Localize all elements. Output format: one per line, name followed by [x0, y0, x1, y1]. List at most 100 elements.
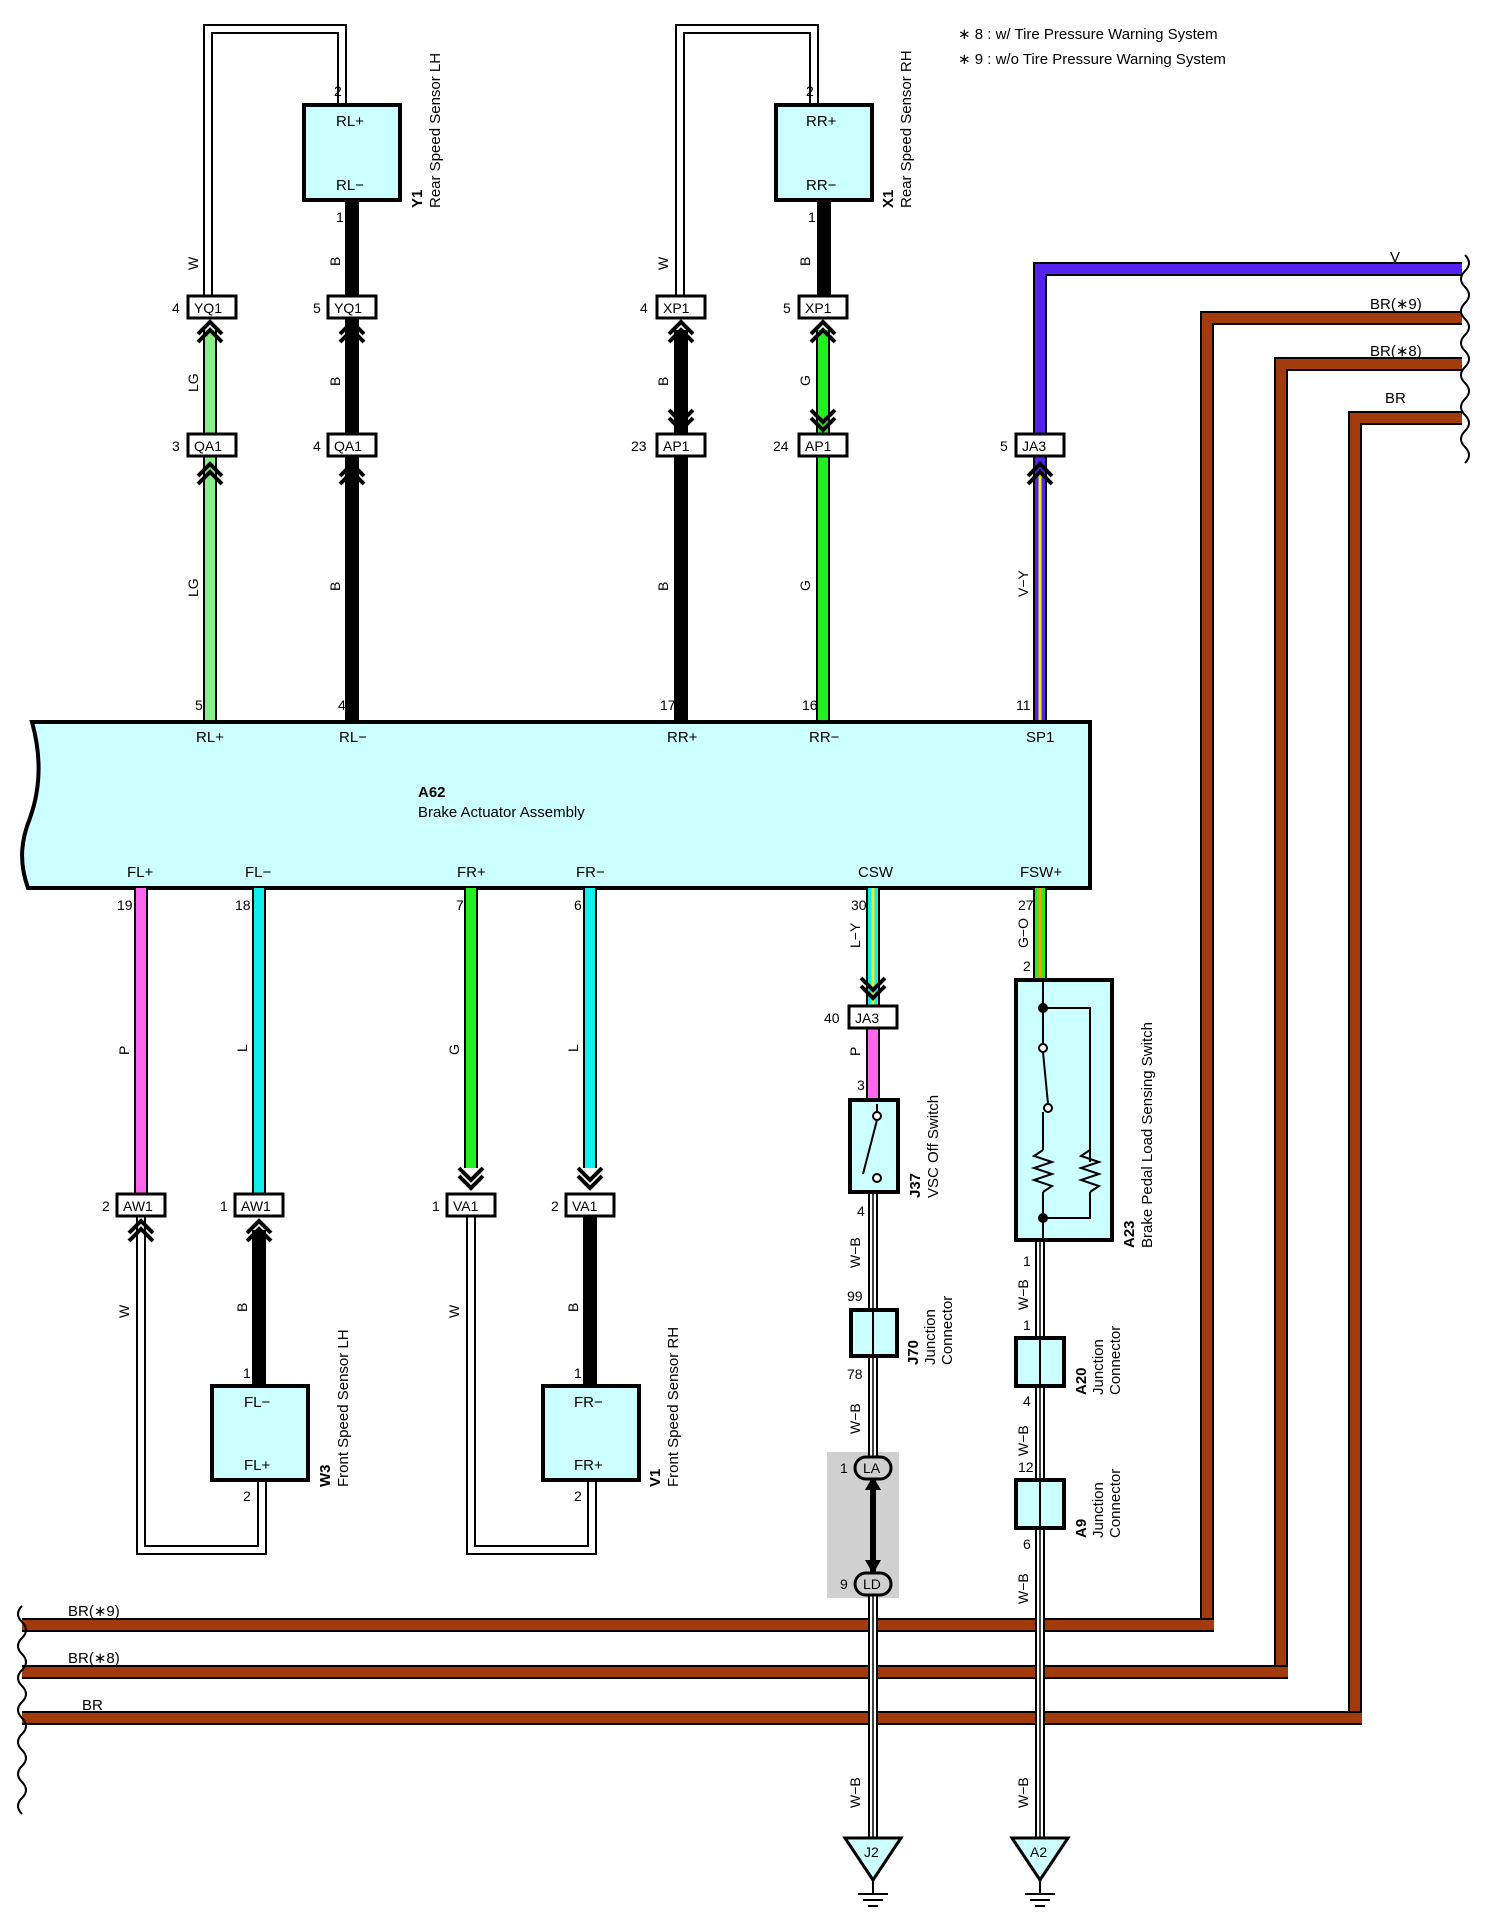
svg-text:CSW: CSW — [858, 864, 894, 881]
svg-text:QA1: QA1 — [334, 438, 362, 454]
note-line-1: ∗ 8 : w/ Tire Pressure Warning System — [958, 26, 1218, 43]
v-wire — [1033, 262, 1462, 452]
svg-text:4: 4 — [313, 438, 321, 454]
w3-code: W3 — [317, 1465, 334, 1488]
svg-text:FSW+: FSW+ — [1020, 864, 1062, 881]
svg-text:JA3: JA3 — [1022, 438, 1046, 454]
svg-text:RR+: RR+ — [667, 729, 698, 746]
a62-bottom-pins: FL+ 19 FL− 18 FR+ 7 FR− 6 CSW 30 FSW+ 27 — [117, 864, 1062, 913]
a23-pin-bot: 1 — [1023, 1253, 1031, 1269]
svg-text:AP1: AP1 — [663, 438, 690, 454]
y1-name: Rear Speed Sensor LH — [427, 53, 444, 208]
svg-text:5: 5 — [313, 300, 321, 316]
a9-name-2: Connector — [1107, 1469, 1124, 1538]
svg-text:XP1: XP1 — [805, 300, 832, 316]
a9-pin-bot: 6 — [1023, 1536, 1031, 1552]
a20-pin-bot: 4 — [1023, 1393, 1031, 1409]
label-b-x1: B — [797, 257, 813, 266]
w3-pin-plus: FL+ — [244, 1457, 271, 1474]
j2-code: J2 — [864, 1844, 879, 1860]
svg-text:AW1: AW1 — [241, 1198, 271, 1214]
svg-text:3: 3 — [172, 438, 180, 454]
connector-xp1-b: XP1 5 — [783, 294, 849, 320]
svg-text:23: 23 — [631, 438, 647, 454]
svg-text:AW1: AW1 — [123, 1198, 153, 1214]
svg-text:19: 19 — [117, 897, 133, 913]
label-g-fr: G — [446, 1044, 462, 1055]
label-br-right: BR — [1385, 390, 1406, 407]
svg-text:YQ1: YQ1 — [194, 300, 222, 316]
j70-code: J70 — [905, 1340, 922, 1365]
connector-yq1-a: YQ1 4 — [172, 294, 238, 320]
connector-ja3-top: JA3 5 — [1000, 432, 1066, 458]
connector-va1-a: VA1 1 — [432, 1192, 497, 1218]
svg-text:7: 7 — [456, 897, 464, 913]
connector-ap1-a: AP1 23 — [631, 432, 707, 458]
svg-text:5: 5 — [195, 697, 203, 713]
connector-qa1-b: QA1 4 — [313, 432, 378, 458]
connector-va1-b: VA1 2 — [551, 1192, 616, 1218]
a62-name: Brake Actuator Assembly — [418, 804, 585, 821]
svg-text:RR−: RR− — [809, 729, 840, 746]
y1-pin-minus: RL− — [336, 177, 364, 194]
svg-text:17: 17 — [660, 697, 676, 713]
label-b-ap1: B — [655, 582, 671, 591]
svg-text:JA3: JA3 — [855, 1010, 879, 1026]
svg-text:FR−: FR− — [576, 864, 605, 881]
x1-pin-minus: RR− — [806, 177, 837, 194]
svg-text:RL−: RL− — [339, 729, 367, 746]
svg-text:FL+: FL+ — [127, 864, 154, 881]
label-br9-right: BR(∗9) — [1370, 296, 1422, 313]
label-lg-upper: LG — [185, 373, 201, 392]
label-br9-bottom: BR(∗9) — [68, 1603, 120, 1620]
svg-text:4: 4 — [172, 300, 180, 316]
note-line-2: ∗ 9 : w/o Tire Pressure Warning System — [958, 51, 1226, 68]
label-wb-a2: W−B — [1015, 1777, 1031, 1808]
x1-pin-plus: RR+ — [806, 113, 837, 130]
svg-text:1: 1 — [220, 1198, 228, 1214]
y1-pin-top: 2 — [334, 83, 342, 99]
label-wb-a23: W−B — [1015, 1279, 1031, 1310]
svg-text:4: 4 — [640, 300, 648, 316]
chevrons-upper — [196, 319, 1054, 486]
svg-text:5: 5 — [1000, 438, 1008, 454]
label-l-fr: L — [565, 1044, 581, 1052]
connector-la: LA 1 — [840, 1455, 893, 1481]
x1-code: X1 — [880, 190, 897, 208]
j70-pin-top: 99 — [847, 1288, 863, 1304]
y1-code: Y1 — [409, 190, 426, 208]
connector-yq1-b: YQ1 5 — [313, 294, 378, 320]
j37-code: J37 — [907, 1173, 924, 1198]
a9-name-1: Junction — [1090, 1482, 1107, 1538]
connector-ld: LD 9 — [840, 1571, 893, 1597]
j37-pin-bot: 4 — [857, 1203, 865, 1219]
label-b-w3: B — [234, 1303, 250, 1312]
label-w-x1: W — [655, 256, 671, 270]
label-p-ja3: P — [847, 1047, 863, 1056]
y1-pin-bot: 1 — [336, 209, 344, 225]
label-lg-lower: LG — [185, 578, 201, 597]
a20-name-2: Connector — [1107, 1326, 1124, 1395]
a20-pin-top: 1 — [1023, 1317, 1031, 1333]
ground-a2-icon — [1009, 1836, 1071, 1907]
connector-qa1-a: QA1 3 — [172, 432, 238, 458]
svg-text:5: 5 — [783, 300, 791, 316]
v1-pin-top: 1 — [574, 1365, 582, 1381]
x1-pin-bot: 1 — [808, 209, 816, 225]
connector-aw1-a: AW1 2 — [102, 1192, 167, 1218]
label-p: P — [116, 1046, 132, 1055]
vsc-switch-symbol — [862, 1104, 882, 1183]
label-wb-a20: W−B — [1015, 1425, 1031, 1456]
label-b-y1: B — [327, 257, 343, 266]
connector-aw1-b: AW1 1 — [220, 1192, 285, 1218]
w3-pin-minus: FL− — [244, 1394, 271, 1411]
label-br-bottom: BR — [82, 1697, 103, 1714]
svg-text:9: 9 — [840, 1576, 848, 1592]
a23-name: Brake Pedal Load Sensing Switch — [1139, 1022, 1156, 1248]
label-go: G−O — [1015, 918, 1031, 948]
w3-pin-top: 1 — [243, 1365, 251, 1381]
svg-text:YQ1: YQ1 — [334, 300, 362, 316]
brake-actuator-assembly — [20, 720, 1092, 890]
br9-wire-right — [1200, 311, 1462, 1625]
